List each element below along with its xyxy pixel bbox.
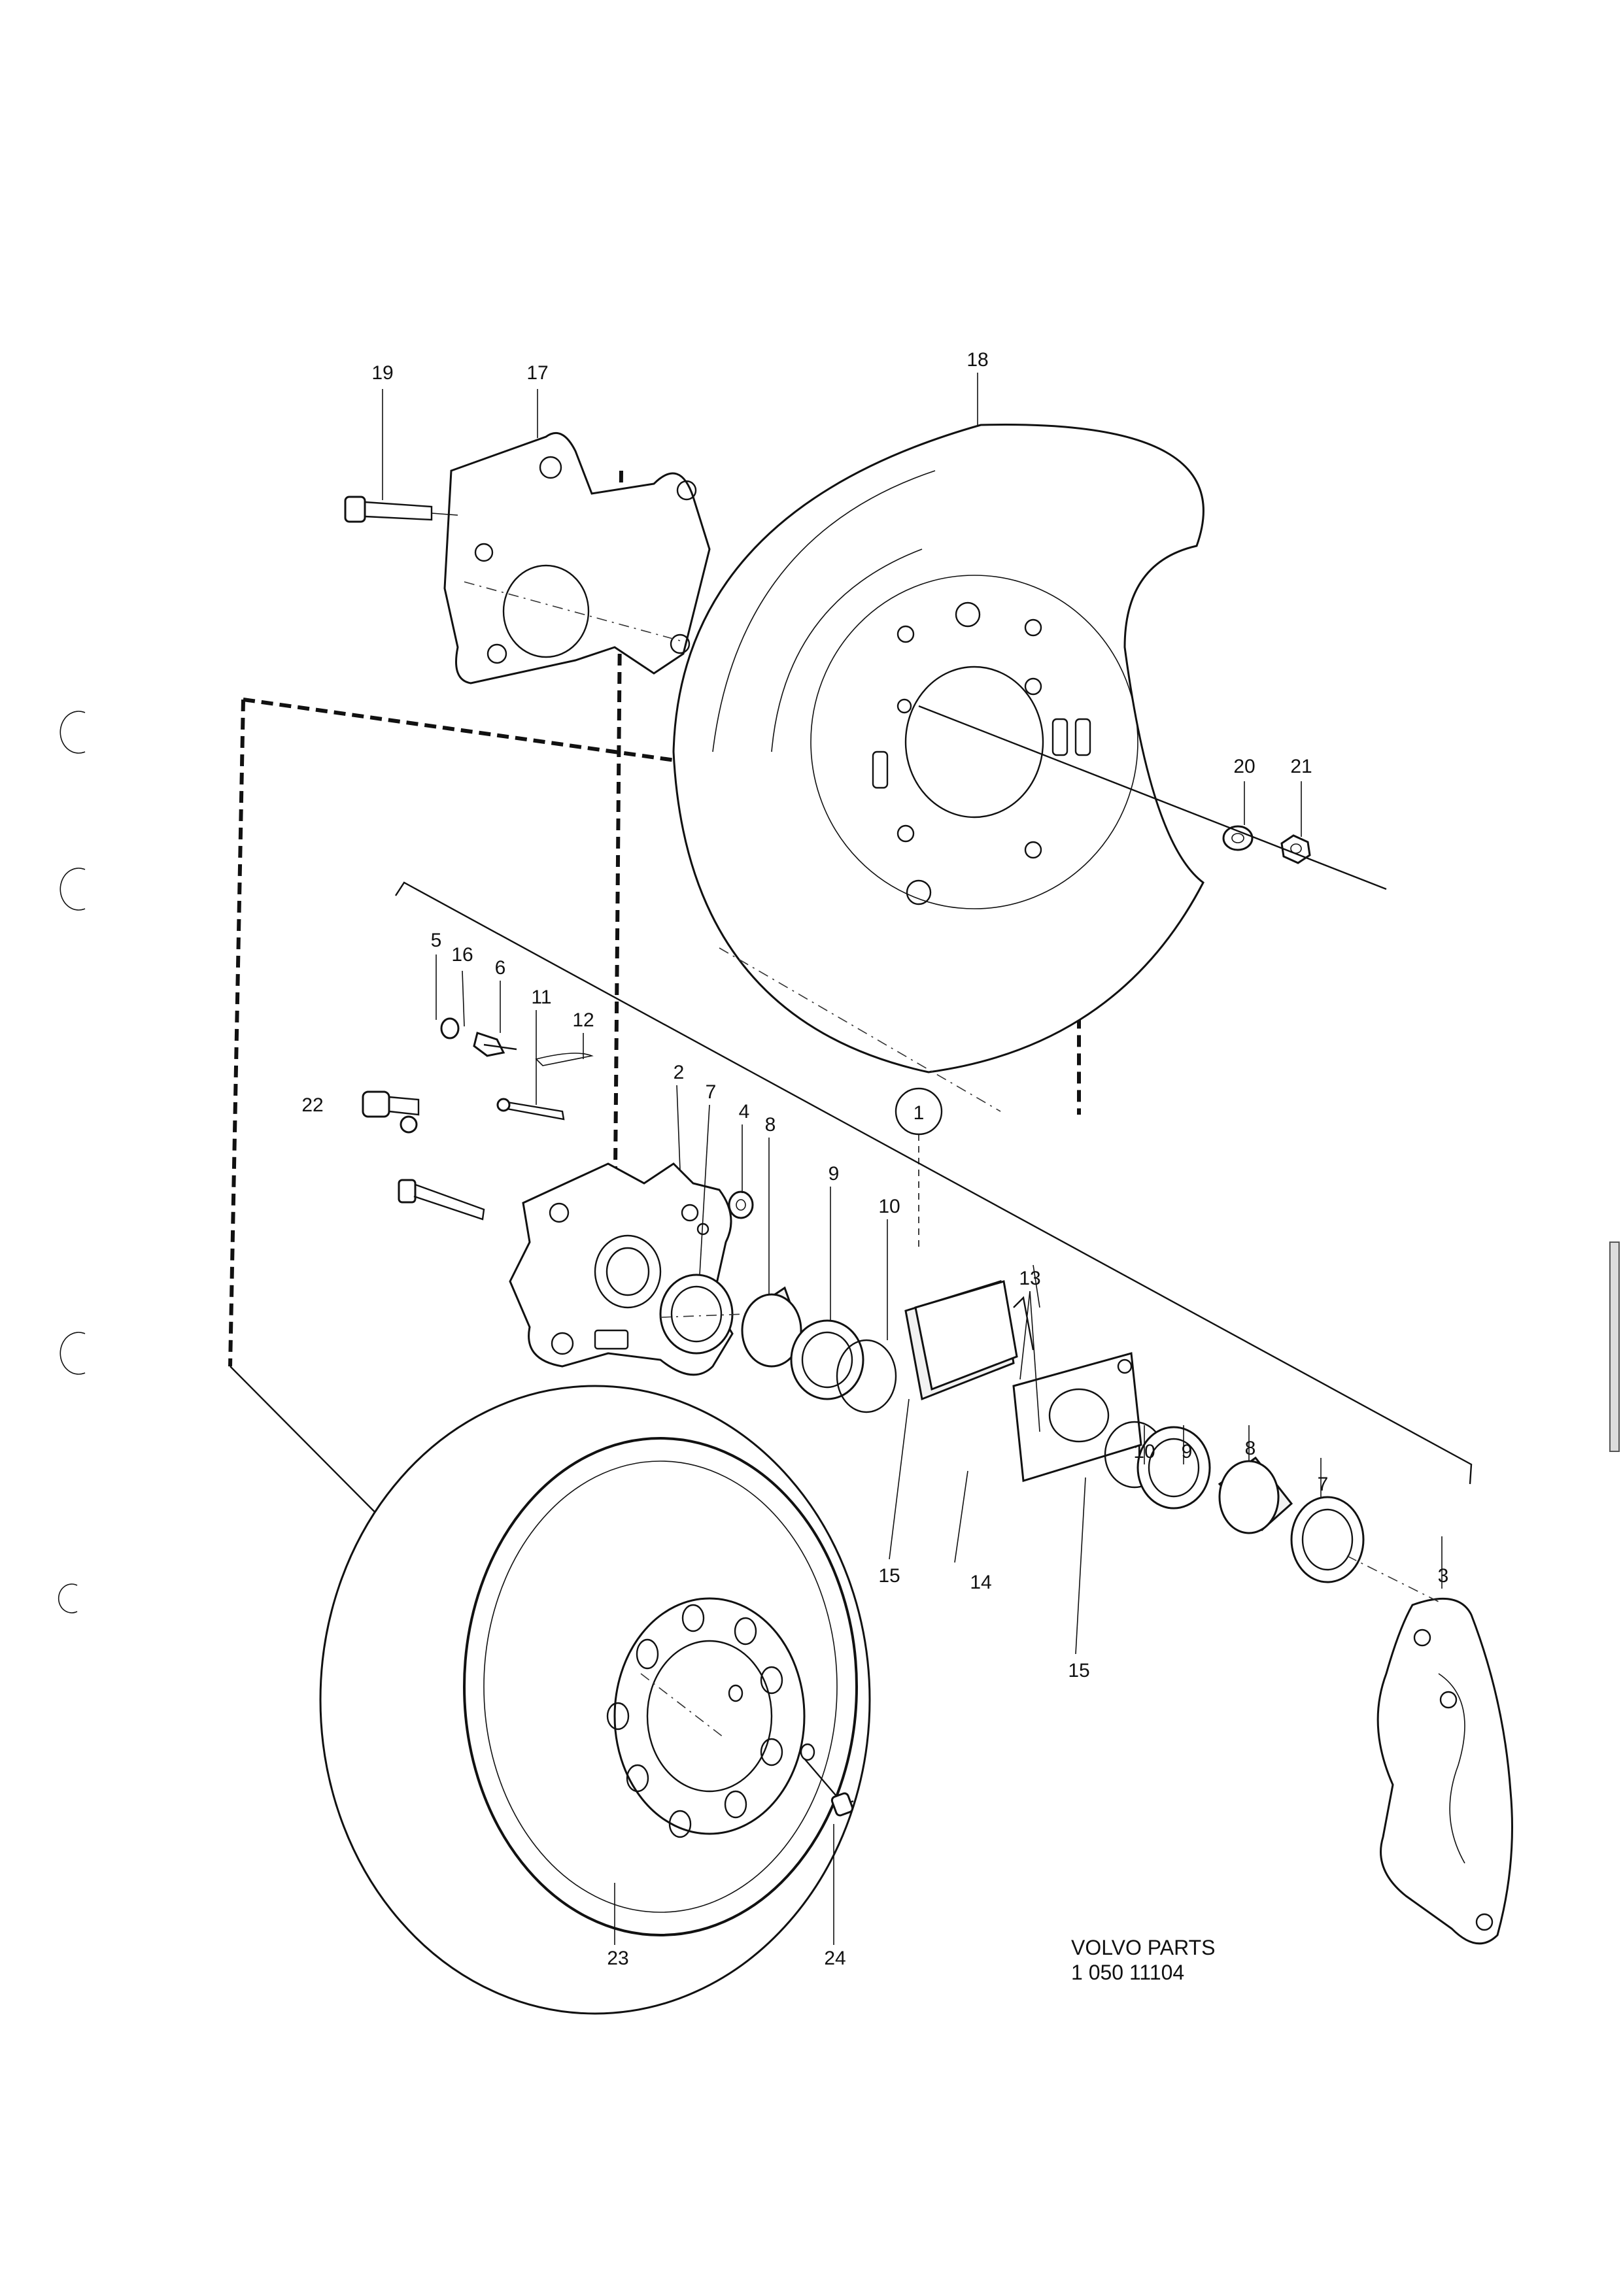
callout-7-left: 7 (706, 1081, 717, 1103)
callout-10-left: 10 (878, 1196, 900, 1217)
mounting-bracket (443, 431, 711, 684)
callout-23: 23 (607, 1948, 628, 1969)
callout-16: 16 (451, 944, 473, 966)
callout-2: 2 (674, 1062, 685, 1083)
caliper-outer-half (1376, 1597, 1513, 1945)
binder-holes (58, 711, 86, 1613)
callout-8-left: 8 (765, 1114, 776, 1136)
callout-labels: 19 17 18 20 21 5 16 6 11 12 22 2 7 4 8 9… (301, 349, 1448, 1969)
backing-plate (672, 424, 1204, 1073)
callout-7-right: 7 (1318, 1474, 1329, 1495)
callout-8-right: 8 (1245, 1438, 1256, 1459)
callout-6: 6 (495, 957, 506, 979)
page-edge-tab (1609, 1241, 1620, 1452)
callout-10-right: 10 (1133, 1441, 1155, 1462)
callout-19: 19 (371, 362, 393, 384)
callout-4: 4 (739, 1101, 750, 1123)
callout-11: 11 (531, 987, 551, 1008)
piston-stack-left (659, 1274, 897, 1413)
callout-1: 1 (914, 1102, 925, 1124)
washer-20 (1222, 825, 1254, 851)
assembly-callout-circle (895, 1087, 943, 1136)
callout-15-left: 15 (878, 1565, 900, 1587)
callout-3: 3 (1438, 1565, 1449, 1587)
callout-15-right: 15 (1068, 1660, 1089, 1681)
callout-22: 22 (301, 1094, 323, 1116)
parts-brand: VOLVO PARTS (1071, 1936, 1216, 1959)
callout-9-left: 9 (829, 1163, 840, 1185)
callout-5: 5 (431, 930, 442, 951)
leader-lines (382, 373, 1443, 1945)
callout-12: 12 (572, 1009, 594, 1031)
brake-pads (904, 1264, 1142, 1482)
bolt-19 (344, 496, 458, 523)
small-hardware (362, 1017, 754, 1221)
callout-24: 24 (824, 1948, 846, 1969)
callout-9-right: 9 (1182, 1441, 1193, 1462)
callout-21: 21 (1290, 756, 1312, 777)
parts-reference: VOLVO PARTS 1 050 11104 (1071, 1936, 1216, 1984)
piston-stack-right (1104, 1421, 1365, 1583)
callout-14: 14 (970, 1572, 991, 1593)
parts-code: 1 050 11104 (1071, 1961, 1184, 1984)
screw-24 (804, 1758, 854, 1817)
callout-18: 18 (966, 349, 988, 371)
callout-13: 13 (1019, 1268, 1040, 1289)
callout-20: 20 (1233, 756, 1255, 777)
assembly-centerlines (464, 581, 1439, 1740)
brake-disc (319, 1385, 871, 2015)
callout-17: 17 (526, 362, 548, 384)
